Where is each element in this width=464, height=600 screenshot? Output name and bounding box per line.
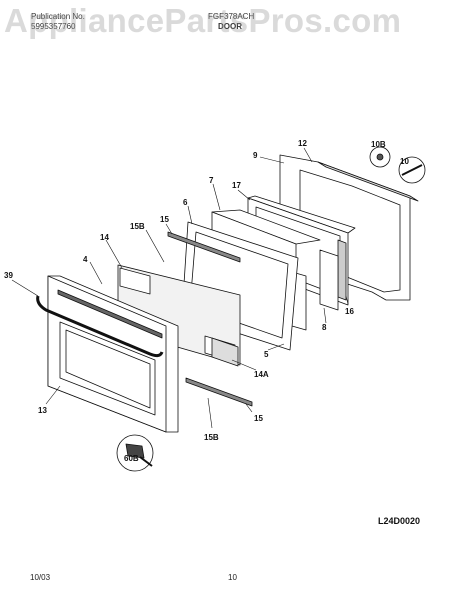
publication-label: Publication No. bbox=[31, 12, 85, 21]
callout-15-lower: 15 bbox=[254, 414, 263, 423]
callout-14a: 14A bbox=[254, 370, 269, 379]
callout-15b: 15B bbox=[130, 222, 145, 231]
callout-7: 7 bbox=[209, 176, 214, 185]
watermark: AppliancePartsPros.com bbox=[4, 2, 402, 39]
part-16-side-channel bbox=[337, 239, 347, 301]
part-10-hinge-hardware bbox=[369, 146, 426, 184]
callout-17: 17 bbox=[232, 181, 241, 190]
part-15-upper-hinge bbox=[167, 231, 241, 263]
callout-9: 9 bbox=[253, 151, 258, 160]
part-8-insulation bbox=[319, 249, 339, 311]
callout-10b: 10B bbox=[371, 140, 386, 149]
footer-date: 10/03 bbox=[30, 573, 51, 582]
callout-5: 5 bbox=[264, 350, 269, 359]
callout-10: 10 bbox=[400, 157, 409, 166]
part-60b-screw bbox=[116, 434, 154, 472]
diagram-code: L24D0020 bbox=[378, 516, 420, 526]
callout-16: 16 bbox=[345, 307, 354, 316]
publication-number: 5995357760 bbox=[31, 22, 76, 31]
callout-14: 14 bbox=[100, 233, 109, 242]
callout-15b-lower: 15B bbox=[204, 433, 219, 442]
callout-6: 6 bbox=[183, 198, 188, 207]
section-title: DOOR bbox=[218, 22, 242, 31]
callout-60b: 60B bbox=[124, 454, 139, 463]
leader-lines bbox=[11, 147, 349, 429]
callout-8: 8 bbox=[322, 323, 327, 332]
callout-15: 15 bbox=[160, 215, 169, 224]
part-13-outer-door bbox=[47, 275, 179, 433]
callout-12: 12 bbox=[298, 139, 307, 148]
part-39-handle bbox=[36, 295, 164, 358]
model-number: FGF378ACH bbox=[208, 12, 255, 21]
callout-13: 13 bbox=[38, 406, 47, 415]
footer-page-number: 10 bbox=[228, 573, 237, 582]
part-14a-lower-panel bbox=[211, 337, 239, 367]
callout-39: 39 bbox=[4, 271, 13, 280]
callout-4: 4 bbox=[83, 255, 88, 264]
part-15-lower-hinge bbox=[185, 377, 253, 407]
